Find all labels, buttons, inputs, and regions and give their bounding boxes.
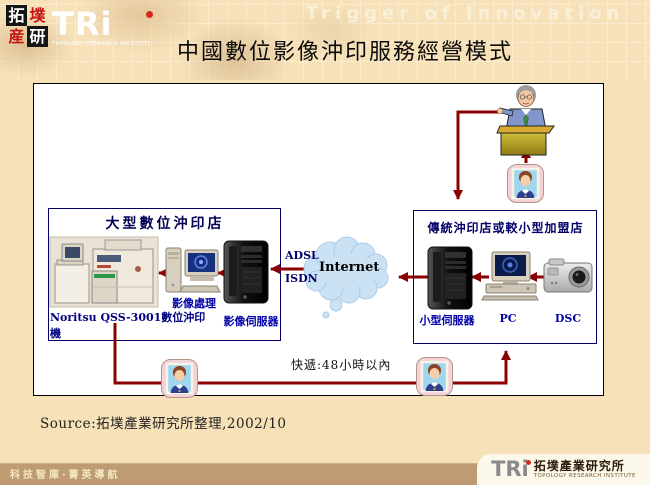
footer-logo-cjk: 拓墣產業研究所 — [533, 458, 625, 473]
image-processing-label: 影像處理 — [172, 297, 216, 310]
footer-logo-subtext: TOPOLOGY RESEARCH INSTITUTE — [533, 473, 636, 480]
tri-logo-red-dot-icon — [146, 11, 154, 18]
left-box-title: 大型數位沖印店 — [105, 216, 225, 232]
footer-slogan: 科技智庫‧菁英導航 — [10, 470, 121, 481]
right-box-title: 傳統沖印店或較小型加盟店 — [427, 221, 584, 235]
tri-logo-subtext: TOPOLOGY RESEARCH INSTITUTE — [52, 41, 152, 47]
seal-char: 墣 — [29, 6, 46, 25]
tri-wordmark-logo: TRi TOPOLOGY RESEARCH INSTITUTE — [52, 5, 154, 47]
footer-logo-panel: TRi 拓墣產業研究所 TOPOLOGY RESEARCH INSTITUTE — [477, 454, 650, 485]
header-banner — [0, 0, 650, 80]
pc-label: PC — [499, 312, 517, 325]
internet-cloud-label: Internet — [319, 260, 380, 275]
adsl-label: ADSL — [285, 249, 319, 262]
tri-logo-text: TRi — [52, 5, 113, 43]
noritsu-machine-label: Noritsu QSS-3001數位沖印機 — [50, 311, 206, 340]
page-title: 中國數位影像沖印服務經營模式 — [176, 40, 513, 65]
footer-tri-logo-text: TRi — [491, 457, 531, 481]
watermark-text: Trigger of Innovation — [306, 3, 625, 24]
seal-char: 産 — [8, 27, 25, 46]
dsc-label: DSC — [554, 312, 582, 325]
image-server-label: 影像伺服器 — [223, 315, 279, 328]
tri-seal-logo: 拓 墣 産 研 — [6, 5, 48, 47]
seal-char: 研 — [27, 26, 48, 47]
seal-char: 拓 — [6, 5, 27, 26]
isdn-label: ISDN — [285, 272, 318, 285]
source-note: Source:拓墣產業研究所整理,2002/10 — [40, 416, 287, 432]
small-server-label: 小型伺服器 — [419, 314, 475, 327]
footer-tri-logo-red-dot-icon — [525, 460, 531, 465]
delivery-time-label: 快遞:48小時以內 — [291, 358, 392, 372]
